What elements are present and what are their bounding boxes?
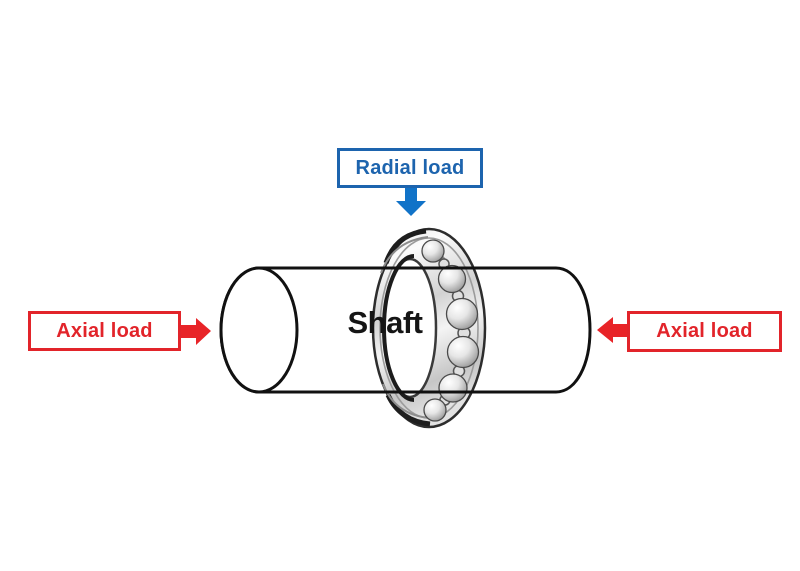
- bearing-bottom-rim-highlight: [382, 383, 431, 419]
- radial-load-label: Radial load: [337, 148, 483, 188]
- bearing-ball: [445, 297, 479, 331]
- bearing-ball: [437, 264, 467, 294]
- axial-load-right-label-text: Axial load: [656, 320, 753, 342]
- axial-load-right-arrow: [597, 317, 628, 343]
- bearing-ball: [438, 373, 468, 403]
- axial-load-left-label: Axial load: [28, 311, 181, 351]
- axial-load-left-arrow: [181, 318, 211, 345]
- shaft-label: Shaft: [347, 305, 424, 340]
- bearing-ball: [446, 335, 480, 369]
- bearing-ball: [423, 398, 447, 422]
- radial-load-arrow: [396, 188, 426, 216]
- bearing-ball: [421, 239, 445, 263]
- radial-load-label-text: Radial load: [355, 156, 465, 179]
- bearing-bottom-seal-arc: [385, 393, 431, 427]
- ball-bearing: [371, 227, 487, 429]
- axial-load-left-label-text: Axial load: [56, 319, 153, 342]
- axial-load-right-label: Axial load: [627, 311, 782, 352]
- shaft-end-cap-left: [219, 266, 299, 394]
